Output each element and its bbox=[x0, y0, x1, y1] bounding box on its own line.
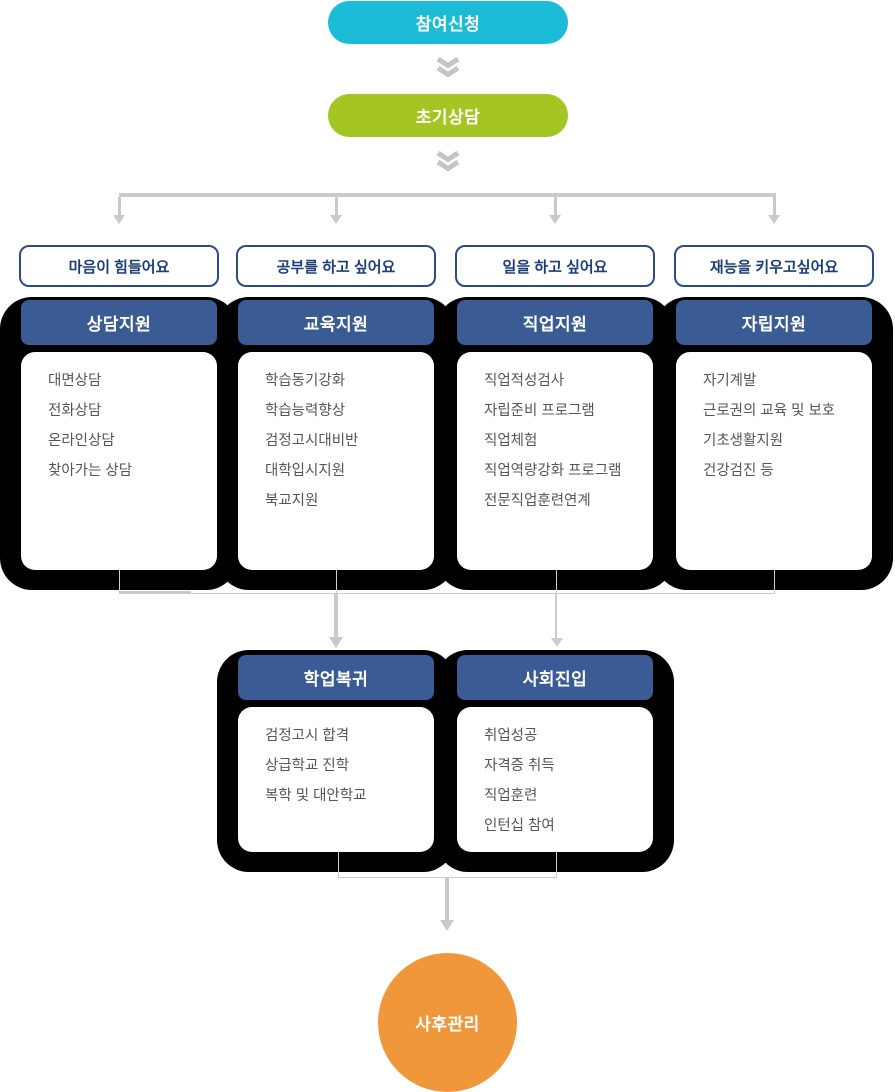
connector-line bbox=[338, 852, 339, 877]
list-item: 자기계발 bbox=[703, 373, 757, 389]
list-item: 검정고시 합격 bbox=[265, 728, 350, 744]
list-item: 근로권의 교육 및 보호 bbox=[703, 403, 836, 419]
block-header: 직업지원 bbox=[457, 300, 653, 345]
block-header: 교육지원 bbox=[238, 300, 434, 345]
outcome-block-society-entry: 사회진입 취업성공 자격증 취득 직업훈련 인턴십 참여 bbox=[436, 650, 674, 872]
block-header: 학업복귀 bbox=[238, 655, 434, 700]
block-card: 학습동기강화 학습능력향상 검정고시대비반 대학입시지원 북교지원 bbox=[238, 352, 434, 570]
arrow-down-icon bbox=[768, 215, 780, 224]
connector-line bbox=[556, 852, 557, 877]
block-card: 취업성공 자격증 취득 직업훈련 인턴십 참여 bbox=[457, 707, 653, 852]
step-pill-initial-consult: 초기상담 bbox=[328, 94, 568, 137]
block-header: 상담지원 bbox=[21, 300, 217, 345]
connector-line bbox=[556, 570, 557, 593]
arrow-down-icon bbox=[440, 920, 454, 931]
branch-horizontal-line bbox=[119, 193, 776, 197]
outcome-block-school-return: 학업복귀 검정고시 합격 상급학교 진학 복학 및 대안학교 bbox=[217, 650, 455, 872]
connector-line bbox=[119, 593, 775, 594]
list-item: 직업훈련 bbox=[484, 788, 538, 804]
arrow-down-icon bbox=[329, 637, 343, 648]
connector-line bbox=[774, 570, 775, 593]
question-pill-study: 공부를 하고 싶어요 bbox=[236, 245, 436, 287]
list-item: 대면상담 bbox=[48, 373, 102, 389]
arrow-down-icon bbox=[113, 215, 125, 224]
list-item: 대학입시지원 bbox=[265, 463, 346, 479]
support-block-education: 교육지원 학습동기강화 학습능력향상 검정고시대비반 대학입시지원 북교지원 bbox=[217, 297, 455, 590]
question-pill-talent: 재능을 키우고싶어요 bbox=[674, 245, 874, 287]
list-item: 자격증 취득 bbox=[484, 758, 555, 774]
list-item: 상급학교 진학 bbox=[265, 758, 350, 774]
arrow-down-icon bbox=[330, 215, 342, 224]
block-card: 검정고시 합격 상급학교 진학 복학 및 대안학교 bbox=[238, 707, 434, 852]
support-block-independence: 자립지원 자기계발 근로권의 교육 및 보호 기초생활지원 건강검진 등 bbox=[655, 297, 893, 590]
block-header: 사회진입 bbox=[457, 655, 653, 700]
block-card: 자기계발 근로권의 교육 및 보호 기초생활지원 건강검진 등 bbox=[676, 352, 872, 570]
connector-line bbox=[555, 594, 557, 638]
list-item: 복학 및 대안학교 bbox=[265, 788, 367, 804]
support-block-vocation: 직업지원 직업적성검사 자립준비 프로그램 직업체험 직업역량강화 프로그램 전… bbox=[436, 297, 674, 590]
connector-line bbox=[336, 570, 337, 593]
list-item: 전문직업훈련연계 bbox=[484, 493, 591, 509]
branch-drop-line bbox=[772, 197, 776, 215]
list-item: 찾아가는 상담 bbox=[48, 463, 133, 479]
connector-line bbox=[119, 591, 191, 594]
support-block-counseling: 상담지원 대면상담 전화상담 온라인상담 찾아가는 상담 bbox=[0, 297, 238, 590]
branch-drop-line bbox=[553, 197, 557, 215]
chevron-double-down-icon bbox=[434, 56, 462, 83]
list-item: 인턴십 참여 bbox=[484, 818, 555, 834]
list-item: 자립준비 프로그램 bbox=[484, 403, 595, 419]
list-item: 전화상담 bbox=[48, 403, 102, 419]
list-item: 검정고시대비반 bbox=[265, 433, 359, 449]
question-pill-work: 일을 하고 싶어요 bbox=[455, 245, 655, 287]
step-pill-apply: 참여신청 bbox=[328, 1, 568, 44]
arrow-down-icon bbox=[551, 638, 563, 647]
block-header: 자립지원 bbox=[676, 300, 872, 345]
branch-drop-line bbox=[117, 197, 121, 215]
branch-drop-line bbox=[334, 197, 338, 215]
list-item: 취업성공 bbox=[484, 728, 538, 744]
connector-line bbox=[338, 877, 557, 878]
block-card: 직업적성검사 자립준비 프로그램 직업체험 직업역량강화 프로그램 전문직업훈련… bbox=[457, 352, 653, 570]
connector-line bbox=[119, 570, 120, 593]
list-item: 직업적성검사 bbox=[484, 373, 565, 389]
list-item: 북교지원 bbox=[265, 493, 319, 509]
list-item: 온라인상담 bbox=[48, 433, 115, 449]
list-item: 직업역량강화 프로그램 bbox=[484, 463, 622, 479]
list-item: 직업체험 bbox=[484, 433, 538, 449]
connector-line bbox=[445, 878, 449, 920]
list-item: 학습능력향상 bbox=[265, 403, 346, 419]
chevron-double-down-icon bbox=[434, 150, 462, 177]
list-item: 건강검진 등 bbox=[703, 463, 774, 479]
list-item: 학습동기강화 bbox=[265, 373, 346, 389]
question-pill-mind: 마음이 힘들어요 bbox=[19, 245, 219, 287]
connector-line bbox=[334, 594, 338, 638]
arrow-down-icon bbox=[549, 215, 561, 224]
block-card: 대면상담 전화상담 온라인상담 찾아가는 상담 bbox=[21, 352, 217, 570]
followup-circle: 사후관리 bbox=[378, 953, 517, 1092]
list-item: 기초생활지원 bbox=[703, 433, 784, 449]
